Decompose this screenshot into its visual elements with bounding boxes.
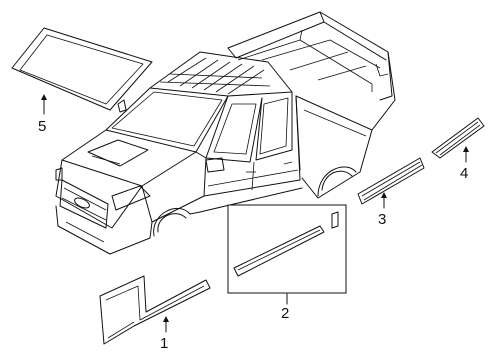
part-3-molding [357,157,425,205]
arrow-head-4 [463,146,469,152]
callout-label-3: 3 [378,211,386,228]
part-1-stripe-decal [99,275,211,345]
pickup-truck-illustration [55,11,396,255]
arrow-head-1 [163,316,169,322]
arrow-head-3 [381,192,387,198]
part-5-windshield-glass [11,27,153,111]
callout-label-2: 2 [281,305,289,322]
part-2-molding-kit [227,204,347,294]
callout-label-1: 1 [160,335,168,352]
callout-label-4: 4 [460,165,468,182]
callout-label-5: 5 [38,118,46,135]
part-4-molding [431,117,485,159]
arrow-head-5 [41,94,47,100]
